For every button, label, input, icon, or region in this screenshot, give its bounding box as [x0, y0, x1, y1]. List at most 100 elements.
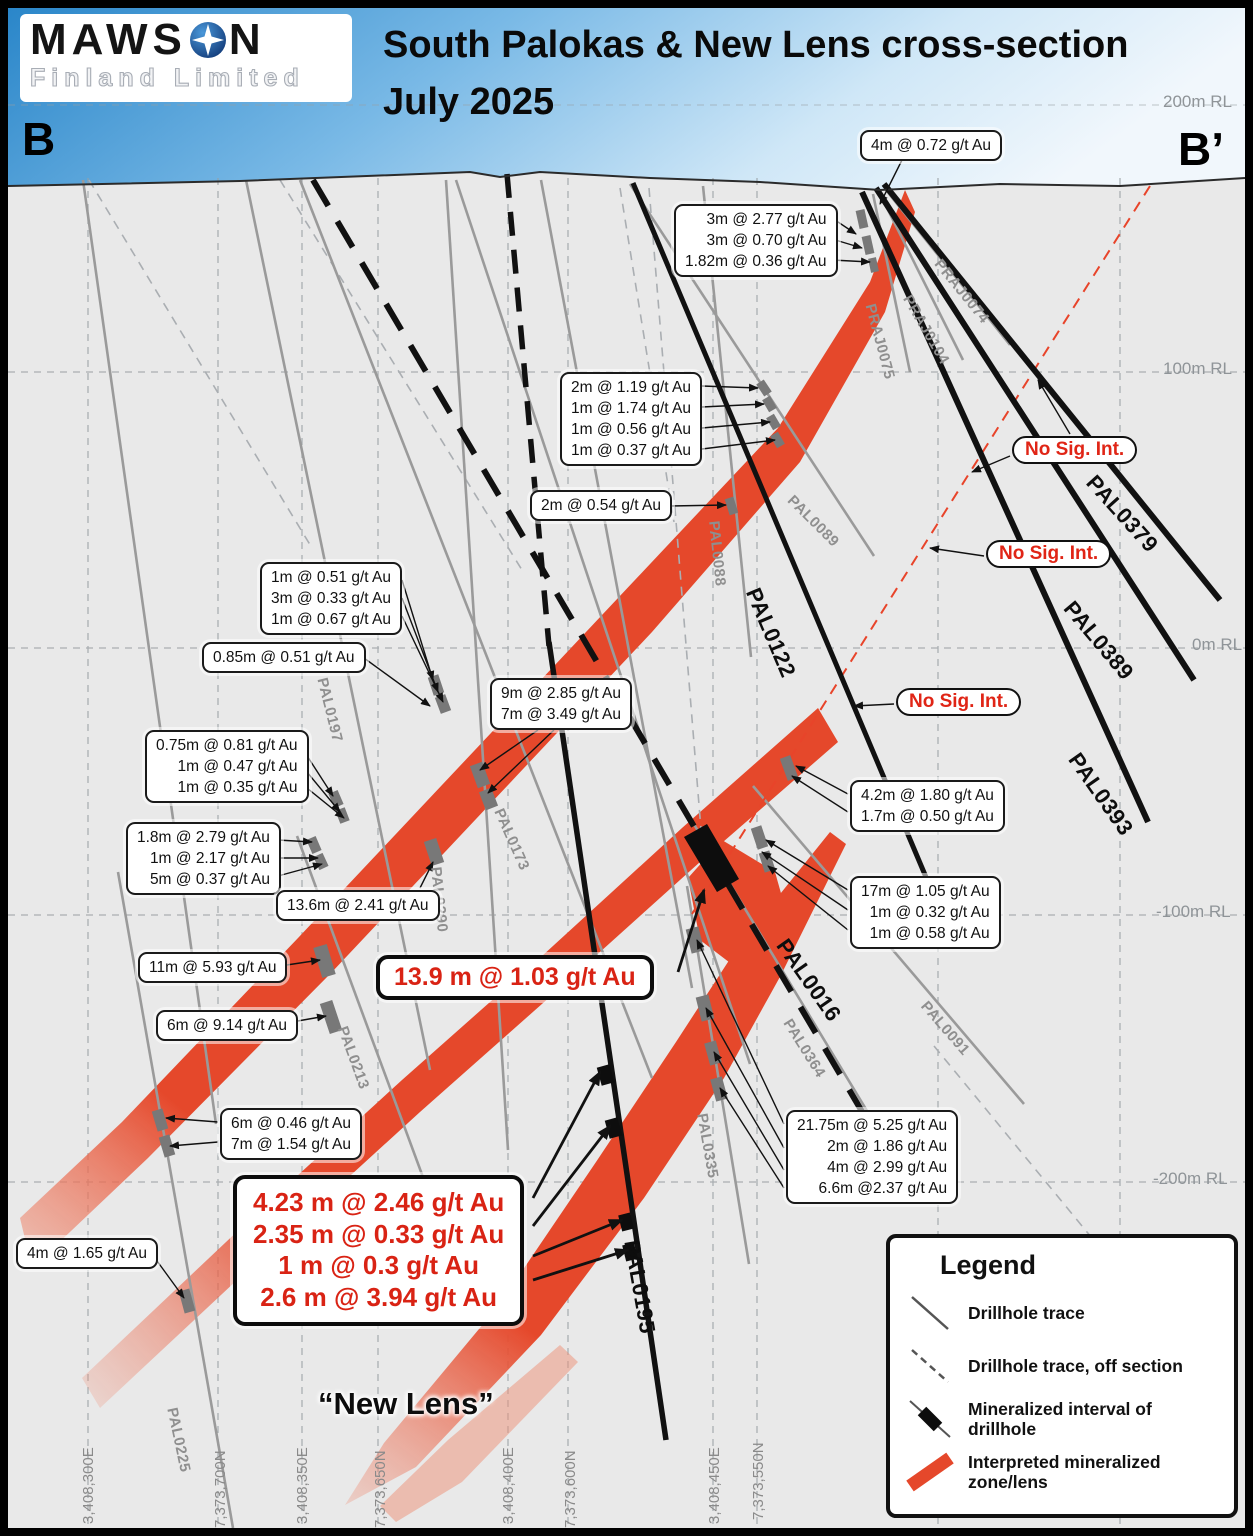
highlight-line: 2.35 m @ 0.33 g/t Au [253, 1218, 505, 1249]
assay-line: 5m @ 0.37 g/t Au [149, 871, 270, 889]
legend-label: Drillhole trace [968, 1302, 1085, 1323]
assay-line: 6.6m @2.37 g/t Au [818, 1180, 948, 1198]
logo-wordmark: MAWS N [30, 18, 342, 62]
no-sig-int-label: No Sig. Int. [896, 688, 1022, 716]
assay-line: 0.75m @ 0.81 g/t Au [156, 737, 298, 754]
figure-title: South Palokas & New Lens cross-section J… [383, 24, 1128, 124]
assay-line: 0.85m @ 0.51 g/t Au [213, 649, 355, 666]
assay-line: 2m @ 1.19 g/t Au [571, 379, 691, 396]
legend-label: Interpreted mineralized zone/lens [968, 1451, 1161, 1492]
assay-callout: 6m @ 0.46 g/t Au 7m @ 1.54 g/t Au [220, 1108, 362, 1161]
coord-label: 7,373,650N [372, 1450, 389, 1528]
assay-line: 1.7m @ 0.50 g/t Au [861, 808, 994, 826]
assay-line: 1m @ 0.67 g/t Au [271, 611, 391, 629]
assay-callout: 17m @ 1.05 g/t Au 1m @ 0.32 g/t Au 1m @ 0.… [850, 876, 1001, 950]
assay-line: 2m @ 1.86 g/t Au [827, 1138, 948, 1156]
mineralized-zone-icon [906, 1452, 954, 1492]
legend-item-offsection-trace: Drillhole trace, off section [904, 1344, 1224, 1388]
highlight-callout-13-9m: 13.9 m @ 1.03 g/t Au [376, 955, 654, 1000]
coord-label: 3,408,400E [500, 1447, 517, 1524]
coord-label: 7,373,550N [750, 1442, 767, 1520]
assay-line: 11m @ 5.93 g/t Au [149, 959, 277, 976]
section-marker-b: B [22, 113, 56, 165]
coord-label: 7,373,700N [212, 1450, 229, 1528]
terrain-line [7, 170, 1246, 192]
drillhole-trace-offsection-icon [911, 1349, 949, 1383]
logo-text-pre: MAWS [30, 15, 187, 64]
assay-line: 7m @ 3.49 g/t Au [501, 706, 621, 724]
callout-arrows [151, 159, 1071, 1299]
no-sig-int-label: No Sig. Int. [1012, 436, 1138, 464]
legend-label: Mineralized interval of drillhole [968, 1398, 1152, 1439]
assay-line: 3m @ 2.77 g/t Au [706, 211, 827, 228]
legend-item-mineralized-zone: Interpreted mineralized zone/lens [904, 1450, 1224, 1494]
assay-callout: 6m @ 9.14 g/t Au [156, 1010, 298, 1042]
assay-line: 1m @ 0.58 g/t Au [869, 925, 990, 943]
assay-line: 1m @ 2.17 g/t Au [149, 850, 270, 868]
assay-callout: 4m @ 0.72 g/t Au [860, 130, 1002, 162]
rl-label-0: 0m RL [1192, 635, 1243, 654]
assay-callout: 4.2m @ 1.80 g/t Au 1.7m @ 0.50 g/t Au [850, 780, 1005, 833]
assay-line: 6m @ 0.46 g/t Au [231, 1115, 351, 1132]
assay-line: 1m @ 0.47 g/t Au [177, 758, 298, 776]
highlight-line: 4.23 m @ 2.46 g/t Au [253, 1187, 505, 1217]
legend-title: Legend [940, 1250, 1037, 1280]
new-lens-label: “New Lens” [318, 1386, 494, 1421]
assay-line: 1m @ 0.51 g/t Au [271, 569, 391, 586]
assay-line: 1m @ 0.32 g/t Au [869, 904, 990, 922]
highlight-arrows [531, 888, 706, 1282]
highlight-line: 1 m @ 0.3 g/t Au [278, 1250, 479, 1281]
rl-label-m200: -200m RL [1153, 1169, 1228, 1188]
coord-label: 3,408,350E [294, 1447, 311, 1524]
assay-line: 13.6m @ 2.41 g/t Au [287, 897, 429, 914]
assay-line: 1m @ 0.35 g/t Au [177, 779, 298, 797]
title-line1: South Palokas & New Lens cross-section [383, 24, 1129, 66]
red-dashed-trace [691, 185, 1151, 915]
legend-item-drillhole-trace: Drillhole trace [904, 1291, 1224, 1335]
assay-line: 9m @ 2.85 g/t Au [501, 685, 621, 702]
assay-line: 4.2m @ 1.80 g/t Au [861, 787, 994, 804]
highlight-line: 2.6 m @ 3.94 g/t Au [260, 1282, 498, 1313]
legend-label: Drillhole trace, off section [968, 1355, 1183, 1376]
rl-label-100: 100m RL [1163, 359, 1232, 378]
drillhole-trace-icon [911, 1296, 949, 1330]
assay-line: 21.75m @ 5.25 g/t Au [797, 1117, 948, 1134]
coord-label: 7,373,600N [562, 1450, 579, 1528]
assay-line: 4m @ 1.65 g/t Au [27, 1245, 147, 1262]
highlight-line: 13.9 m @ 1.03 g/t Au [394, 963, 636, 991]
legend-item-mineralized-interval: Mineralized interval of drillhole [904, 1397, 1224, 1441]
rl-label-m100: -100m RL [1156, 902, 1231, 921]
rl-label-200: 200m RL [1163, 92, 1232, 111]
assay-line: 1m @ 0.56 g/t Au [571, 421, 691, 439]
section-marker-b-prime: B’ [1178, 123, 1224, 175]
mawson-logo: MAWS N Finland Limited [20, 14, 352, 102]
assay-callout: 13.6m @ 2.41 g/t Au [276, 890, 440, 922]
compass-rose-icon [189, 21, 227, 59]
assay-line: 1m @ 0.37 g/t Au [571, 442, 691, 460]
off-section-traces-gray [88, 179, 1111, 1261]
assay-line: 1.8m @ 2.79 g/t Au [137, 829, 270, 846]
assay-line: 4m @ 0.72 g/t Au [871, 137, 991, 154]
assay-callout: 4m @ 1.65 g/t Au [16, 1238, 158, 1270]
legend: Legend Drillhole trace Drillhole trace, … [886, 1234, 1238, 1518]
coord-label: 3,408,450E [706, 1447, 723, 1524]
no-sig-int-label: No Sig. Int. [986, 540, 1112, 568]
interval-markers-gray [151, 209, 879, 1314]
assay-callout: 0.85m @ 0.51 g/t Au [202, 642, 366, 674]
coord-label: 3,408,300E [80, 1447, 97, 1524]
logo-subtitle: Finland Limited [29, 63, 305, 92]
assay-line: 17m @ 1.05 g/t Au [861, 883, 990, 900]
off-section-traces-black [310, 173, 870, 1122]
assay-callout: 2m @ 0.54 g/t Au [530, 490, 672, 522]
logo-text-post: N [228, 15, 266, 64]
interval-markers-black [596, 824, 739, 1262]
assay-callout: 11m @ 5.93 g/t Au [138, 952, 288, 984]
assay-line: 1.82m @ 0.36 g/t Au [685, 253, 827, 271]
assay-callout: 2m @ 1.19 g/t Au 1m @ 1.74 g/t Au 1m @ 0.5… [560, 372, 702, 467]
assay-line: 1m @ 1.74 g/t Au [571, 400, 691, 418]
assay-line: 7m @ 1.54 g/t Au [231, 1136, 351, 1154]
